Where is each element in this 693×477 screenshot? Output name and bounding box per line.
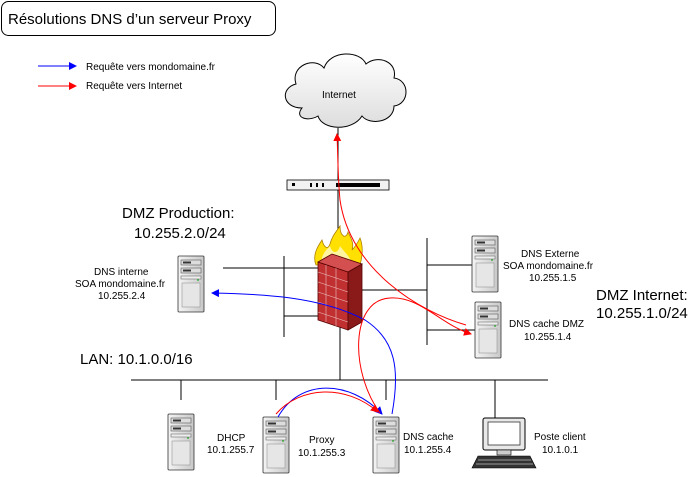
- lan-label: LAN: 10.1.0.0/16: [80, 351, 193, 368]
- proxy-ip: 10.1.255.3: [298, 448, 346, 459]
- server-icon-dns-externe: [471, 235, 499, 293]
- legend: Requête vers mondomaine.fr Requête vers …: [38, 62, 216, 92]
- server-icon-dns-interne: [177, 255, 205, 313]
- dns-cache-dmz-ip: 10.255.1.4: [524, 332, 572, 343]
- title-box: [1, 1, 276, 36]
- red-flow-proxy-to-dns-cache: [275, 391, 379, 415]
- router-icon: [286, 179, 390, 191]
- dhcp-line1: DHCP: [217, 433, 246, 444]
- blue-flow-dns-cache-to-dns-interne: [211, 289, 397, 415]
- legend-red-label: Requête vers Internet: [86, 81, 182, 92]
- dmz-production-subnet: 10.255.2.0/24: [134, 225, 226, 242]
- dns-cache-line1: DNS cache: [403, 432, 454, 443]
- dns-interne-line1: DNS interne: [94, 267, 149, 278]
- server-icon-dns-cache-dmz: [474, 301, 502, 359]
- dns-externe-line1: DNS Externe: [521, 249, 580, 260]
- firewall-icon: [314, 224, 363, 331]
- dns-interne-line2: SOA mondomaine.fr: [75, 279, 166, 290]
- blue-flow-proxy-to-dns-cache: [277, 387, 383, 418]
- server-icon-dhcp: [167, 413, 195, 471]
- red-flow-dns-cache-to-internet: [333, 133, 467, 326]
- server-icon-proxy: [262, 416, 290, 474]
- poste-client-ip: 10.1.0.1: [542, 445, 579, 456]
- dmz-production-name: DMZ Production:: [122, 205, 235, 222]
- internet-label: Internet: [322, 90, 356, 101]
- dhcp-ip: 10.1.255.7: [207, 445, 255, 456]
- dmz-internet-name: DMZ Internet:: [596, 287, 688, 304]
- dns-externe-ip: 10.255.1.5: [529, 273, 577, 284]
- red-flow-dns-cache-to-dns-cache-dmz: [358, 297, 472, 414]
- workstation-icon: [471, 417, 537, 469]
- cloud-icon: [285, 53, 407, 128]
- proxy-line1: Proxy: [309, 435, 335, 446]
- poste-client-line1: Poste client: [534, 432, 586, 443]
- dns-externe-line2: SOA mondomaine.fr: [503, 261, 594, 272]
- dns-cache-dmz-line1: DNS cache DMZ: [509, 319, 584, 330]
- legend-blue-label: Requête vers mondomaine.fr: [86, 62, 216, 73]
- dns-cache-ip: 10.1.255.4: [404, 445, 452, 456]
- diagram-title: Résolutions DNS d’un serveur Proxy: [8, 11, 252, 28]
- dns-interne-ip: 10.255.2.4: [98, 291, 146, 302]
- server-icon-dns-cache: [372, 416, 400, 474]
- dmz-internet-subnet: 10.255.1.0/24: [596, 305, 688, 322]
